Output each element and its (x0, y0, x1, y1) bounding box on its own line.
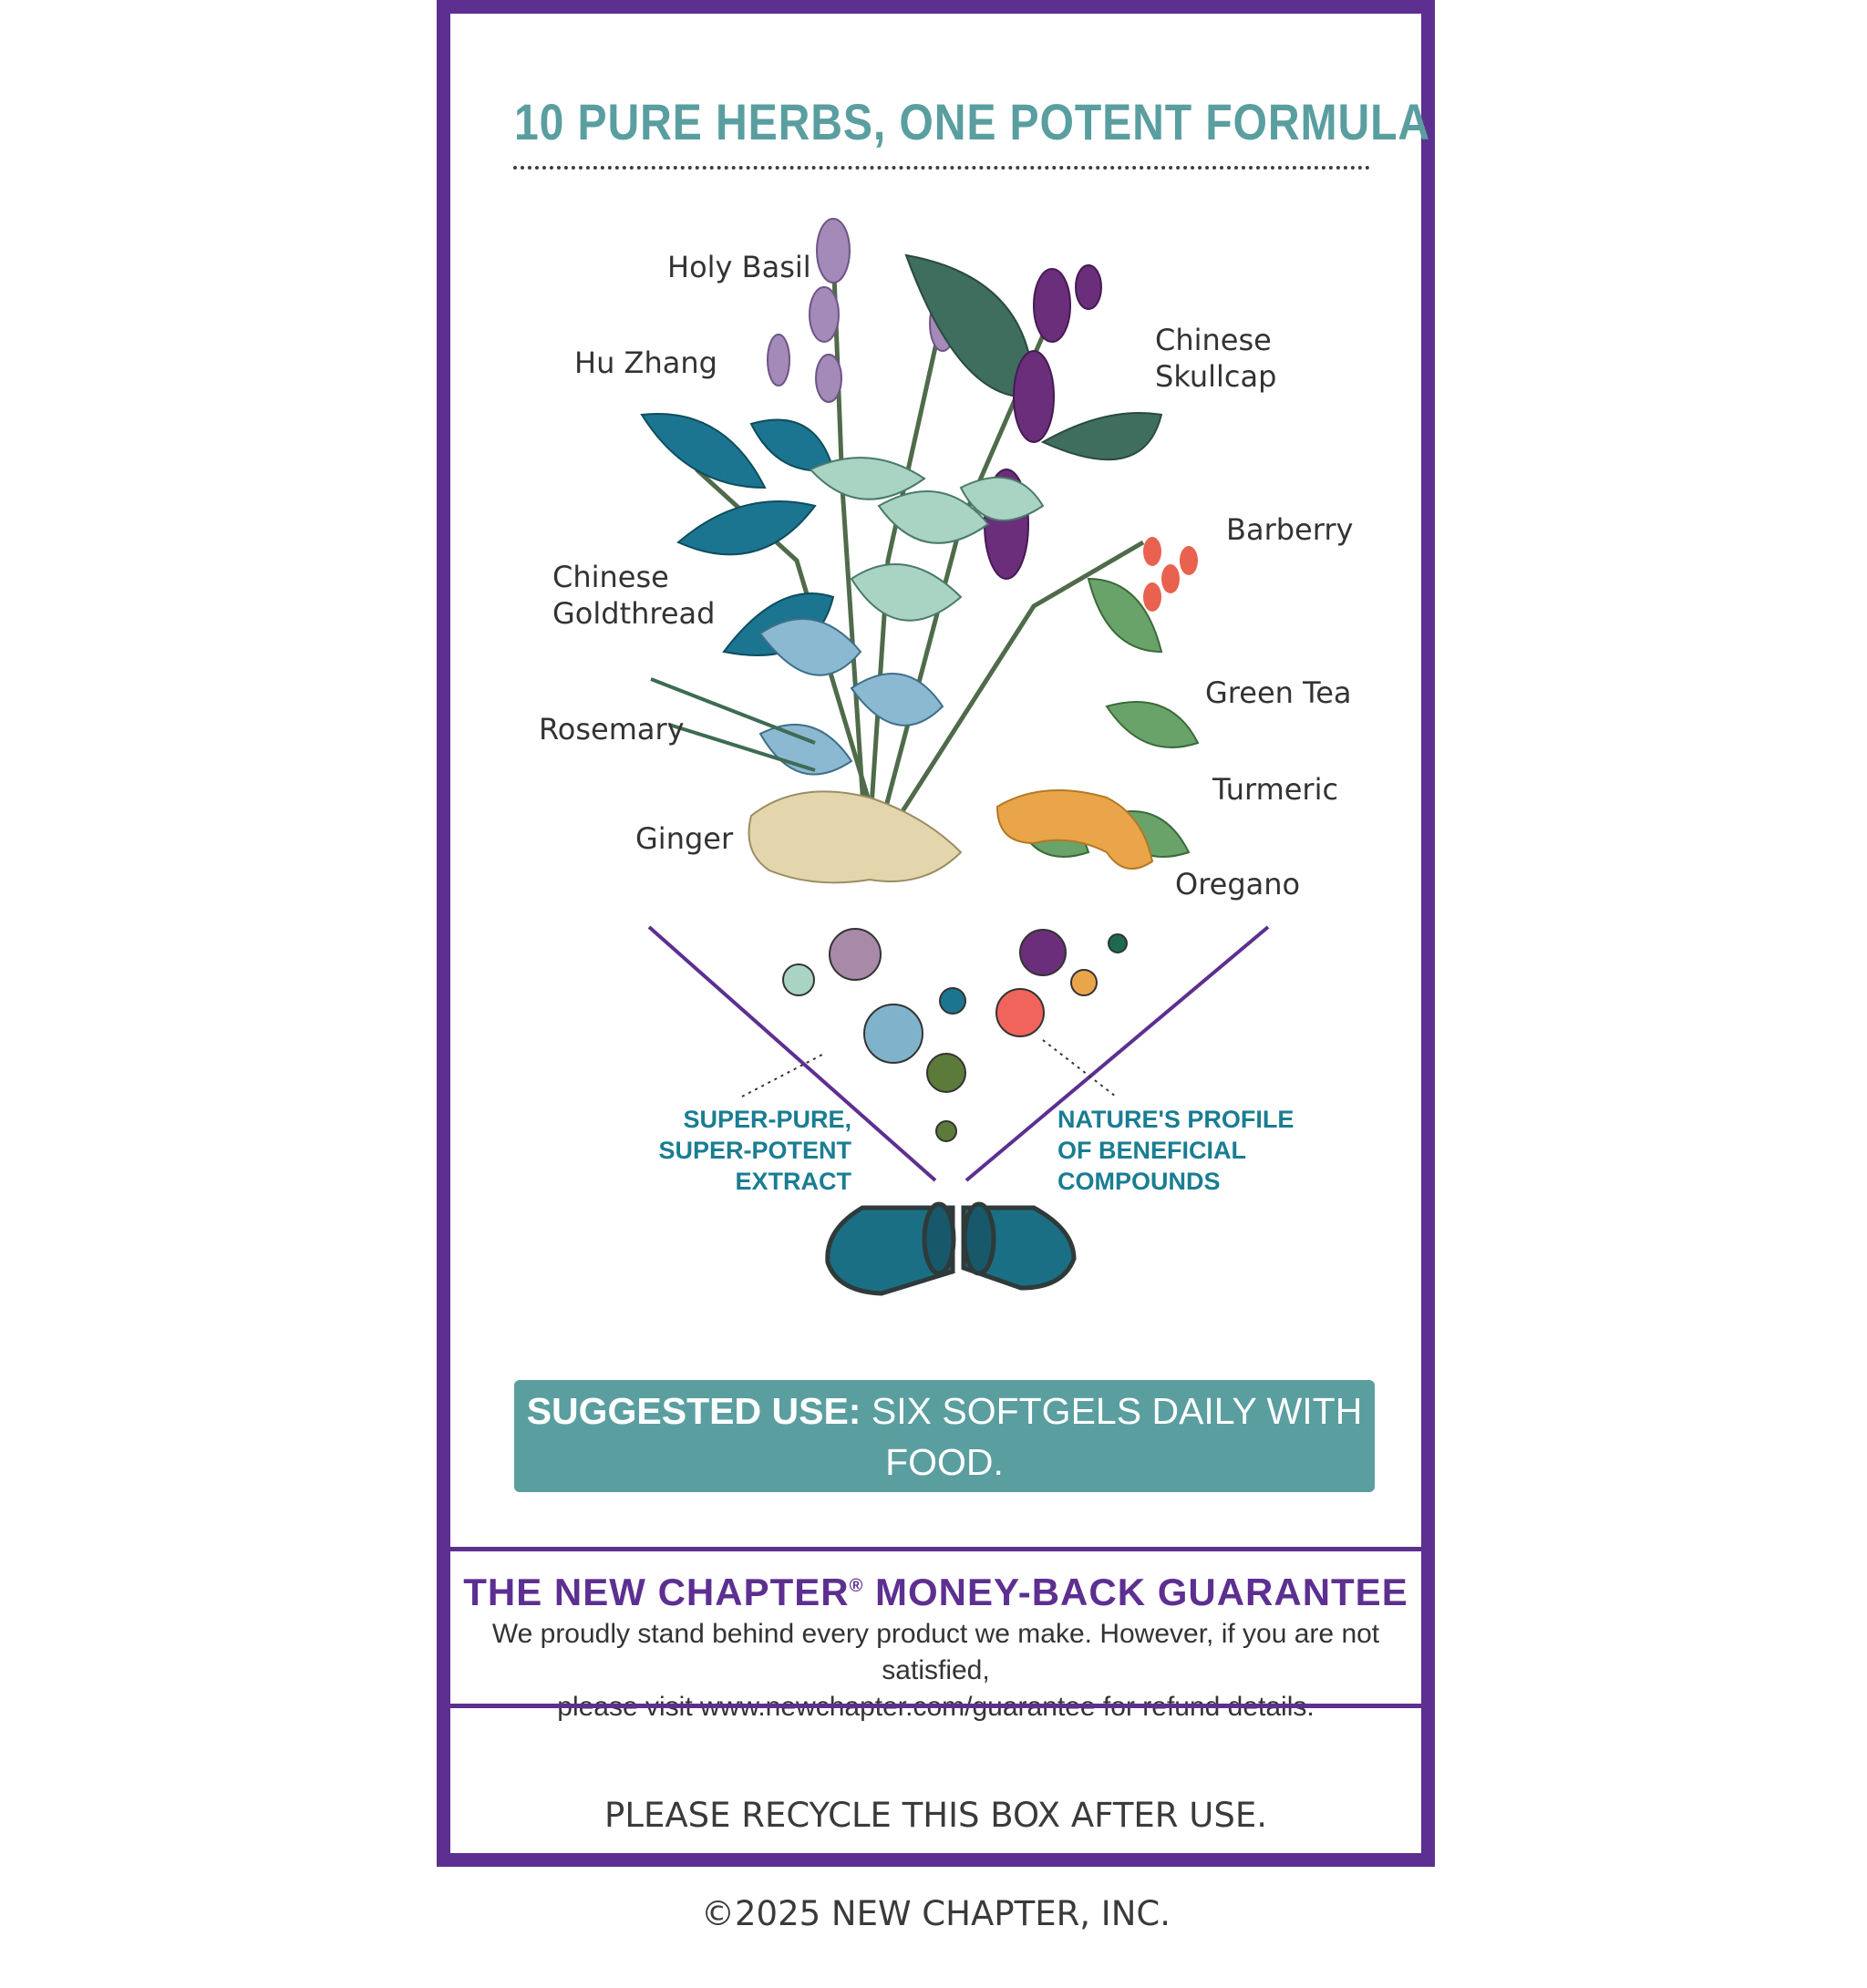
herb-illustration (640, 218, 1270, 1296)
callout-extract: SUPER-PURE, SUPER-POTENT EXTRACT (658, 1106, 851, 1195)
herb-label-hu-zhang: Hu Zhang (574, 345, 717, 380)
herb-label-rosemary: Rosemary (539, 712, 685, 747)
herb-label-ginger: Ginger (635, 821, 734, 856)
page-title: 10 PURE HERBS, ONE POTENT FORMULA (514, 93, 1431, 150)
guarantee-title: THE NEW CHAPTER® MONEY-BACK GUARANTEE (450, 1571, 1421, 1614)
title-divider (513, 166, 1370, 170)
section-divider-bottom (450, 1704, 1421, 1708)
copyright-notice: ©2025 NEW CHAPTER, INC. (700, 1894, 1171, 1933)
guarantee-text: We proudly stand behind every product we… (491, 1619, 1380, 1722)
herb-label-chinese-skullcap: Chinese Skullcap (1155, 323, 1277, 394)
herb-label-chinese-goldthread: Chinese Goldthread (552, 560, 716, 631)
herb-label-oregano: Oregano (1175, 867, 1301, 901)
suggested-use-label: SUGGESTED USE: (526, 1390, 861, 1432)
footer-text: PLEASE RECYCLE THIS BOX AFTER USE. ©2025… (450, 1742, 1421, 1988)
suggested-use-line2: NOT RECOMMENDED FOR USE IN CHILDREN. (531, 1492, 1357, 1534)
suggested-use-box: SUGGESTED USE: SIX SOFTGELS DAILY WITH F… (514, 1380, 1375, 1534)
product-panel: 10 PURE HERBS, ONE POTENT FORMULA (437, 0, 1435, 1933)
recycle-notice: PLEASE RECYCLE THIS BOX AFTER USE. (604, 1796, 1267, 1835)
herb-label-turmeric: Turmeric (1212, 772, 1339, 807)
registered-mark: ® (849, 1576, 864, 1596)
herb-label-barberry: Barberry (1226, 512, 1354, 547)
suggested-use-dosage: SIX SOFTGELS DAILY WITH FOOD. (871, 1390, 1363, 1483)
section-divider-top (450, 1547, 1421, 1551)
herb-label-green-tea: Green Tea (1205, 675, 1352, 710)
callout-compounds: NATURE'S PROFILE OF BENEFICIAL COMPOUNDS (1057, 1106, 1295, 1195)
guarantee-title-brand: THE NEW CHAPTER (463, 1571, 850, 1613)
herb-label-holy-basil: Holy Basil (667, 250, 811, 284)
suggested-use-line1: SUGGESTED USE: SIX SOFTGELS DAILY WITH F… (514, 1385, 1375, 1488)
guarantee-title-rest: MONEY-BACK GUARANTEE (863, 1571, 1408, 1613)
